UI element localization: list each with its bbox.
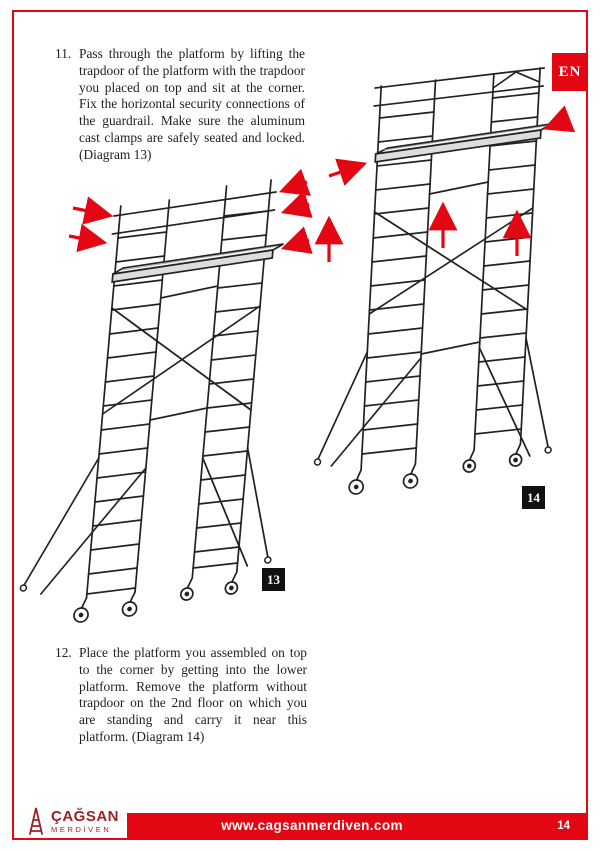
brand-logo: ÇAĞSAN MERDİVEN bbox=[26, 806, 119, 836]
near-frame-rungs bbox=[86, 231, 168, 595]
footer-bar: www.cagsanmerdiven.com 14 bbox=[127, 813, 586, 838]
diagram-14-label: 14 bbox=[522, 486, 545, 509]
brand-subtitle: MERDİVEN bbox=[51, 824, 112, 834]
diagram-13-label: 13 bbox=[262, 568, 285, 591]
diagram-13-figure bbox=[19, 168, 313, 623]
platform-deck-front bbox=[374, 129, 542, 163]
footer-url-link[interactable]: www.cagsanmerdiven.com bbox=[221, 818, 403, 833]
stabilizer-foot bbox=[544, 446, 552, 454]
stabilizer-foot bbox=[19, 584, 28, 592]
scaffold-uprights bbox=[360, 67, 542, 471]
caster-wheels bbox=[348, 453, 523, 495]
ladder-logo-icon bbox=[29, 807, 43, 835]
stabilizer-foot bbox=[313, 458, 322, 466]
cross-braces bbox=[101, 285, 261, 421]
near-frame-rungs bbox=[361, 111, 435, 455]
top-truss bbox=[492, 71, 541, 89]
language-tab: EN bbox=[552, 53, 588, 91]
instruction-step-11: 11. Pass through the platform by lifting… bbox=[55, 46, 305, 164]
step-number: 11. bbox=[55, 46, 72, 61]
deck-hatch bbox=[383, 125, 546, 151]
diagram-14-figure bbox=[313, 67, 576, 495]
stabilizer-bars bbox=[22, 447, 269, 595]
deck-hatch bbox=[121, 245, 278, 271]
caster-wheels bbox=[73, 581, 239, 623]
scaffold-uprights bbox=[85, 179, 272, 599]
stabilizer-foot bbox=[264, 556, 272, 564]
stabilizer-bars bbox=[316, 337, 550, 467]
page-number: 14 bbox=[557, 819, 570, 832]
caster-stems bbox=[80, 571, 238, 609]
platform-deck-front bbox=[111, 249, 274, 283]
step-number: 12. bbox=[55, 645, 72, 660]
step-text: Pass through the platform by lifting the… bbox=[79, 46, 305, 162]
brand-name: ÇAĞSAN bbox=[51, 807, 120, 825]
clamp-arrows bbox=[68, 168, 313, 254]
caster-stems bbox=[355, 443, 522, 481]
instruction-step-12: 12. Place the platform you assembled on … bbox=[55, 645, 307, 746]
step-text: Place the platform you assembled on top … bbox=[79, 645, 307, 744]
lift-arrows bbox=[314, 105, 576, 262]
cross-braces bbox=[368, 181, 534, 355]
